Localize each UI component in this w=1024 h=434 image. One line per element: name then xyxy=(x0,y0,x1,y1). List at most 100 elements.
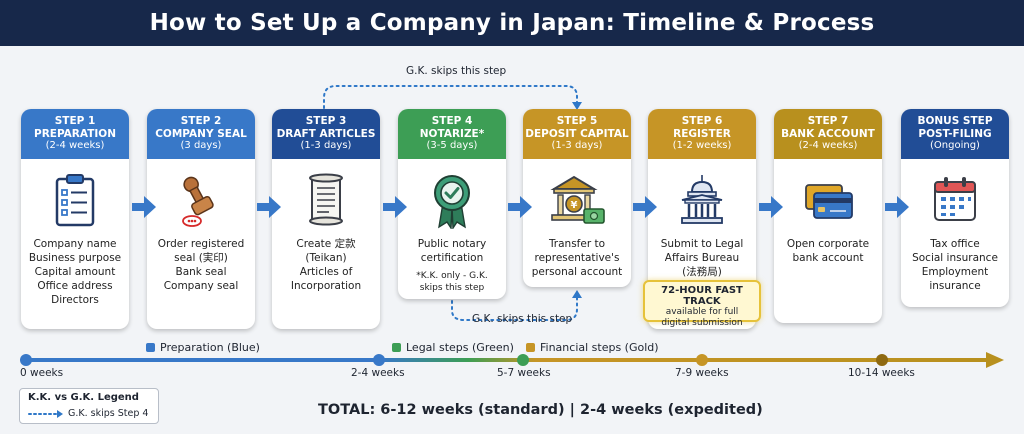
bonus-step-header: BONUS STEP POST-FILING (Ongoing) xyxy=(901,109,1009,159)
timeline-node xyxy=(696,354,708,366)
bonus-step-line: insurance xyxy=(929,280,981,292)
flow-arrow-icon xyxy=(132,196,156,218)
title-bar: How to Set Up a Company in Japan: Timeli… xyxy=(0,0,1024,46)
step-7-card: STEP 7 BANK ACCOUNT (2-4 weeks) Open cor… xyxy=(774,109,882,323)
legend-legal: Legal steps (Green) xyxy=(392,341,514,354)
step-4-card: STEP 4 NOTARIZE* (3-5 days) Public notar… xyxy=(398,109,506,299)
certification-badge-icon xyxy=(398,173,506,229)
step-6-line: Affairs Bureau xyxy=(664,252,740,264)
step-5-line: Transfer to xyxy=(548,238,606,250)
flow-arrow-icon xyxy=(633,196,657,218)
bonus-step-line: Tax office xyxy=(930,238,980,250)
fast-track-callout: 72-HOUR FAST TRACK available for full di… xyxy=(643,280,761,328)
legend-financial-label: Financial steps (Gold) xyxy=(540,341,659,354)
step-2-line: Company seal xyxy=(163,280,239,292)
timeline-tick-label: 10-14 weeks xyxy=(848,367,915,379)
step-2-number: STEP 2 xyxy=(180,115,222,127)
timeline-node xyxy=(20,354,32,366)
flow-arrow-icon xyxy=(885,196,909,218)
step-2-title: COMPANY SEAL xyxy=(155,127,247,140)
flow-arrow-icon xyxy=(383,196,407,218)
step-6-title: REGISTER xyxy=(673,127,731,140)
fast-track-title: 72-HOUR FAST TRACK xyxy=(661,285,743,307)
timeline-tick-label: 5-7 weeks xyxy=(497,367,551,379)
step-3-duration: (1-3 days) xyxy=(300,140,352,151)
calendar-icon xyxy=(901,173,1009,229)
step-1-number: STEP 1 xyxy=(54,115,96,127)
step-1-line: Business purpose xyxy=(28,252,122,264)
bank-yen-icon: ¥ xyxy=(523,173,631,229)
step-4-line: certification xyxy=(420,252,484,264)
step-1-header: STEP 1 PREPARATION (2-4 weeks) xyxy=(21,109,129,159)
legend-swatch xyxy=(392,343,401,352)
step-3-card: STEP 3 DRAFT ARTICLES (1-3 days) Create … xyxy=(272,109,380,329)
kk-legend-row: G.K. skips Step 4 xyxy=(28,408,148,419)
step-6-number: STEP 6 xyxy=(681,115,723,127)
dotted-arrow-icon xyxy=(28,409,63,418)
step-3-title: DRAFT ARTICLES xyxy=(276,127,376,140)
step-3-line: Create 定款 xyxy=(296,238,356,250)
bonus-step-number: BONUS STEP xyxy=(917,115,993,127)
step-3-line: (Teikan) xyxy=(305,252,347,264)
legend-swatch xyxy=(146,343,155,352)
fast-track-line: digital submission xyxy=(661,317,743,328)
kk-legend-title: K.K. vs G.K. Legend xyxy=(28,392,139,403)
skip-arrow-bottom xyxy=(451,295,578,321)
step-7-line: Open corporate xyxy=(786,238,870,250)
timeline-tick-label: 2-4 weeks xyxy=(351,367,405,379)
step-7-title: BANK ACCOUNT xyxy=(781,127,875,140)
hanko-seal-stamp-icon xyxy=(147,173,255,229)
credit-cards-icon xyxy=(774,173,882,229)
step-3-line: Incorporation xyxy=(290,280,362,292)
step-1-card: STEP 1 PREPARATION (2-4 weeks) Company n… xyxy=(21,109,129,329)
timeline-tick-label: 7-9 weeks xyxy=(675,367,729,379)
step-6-body: Submit to Legal Affairs Bureau (法務局) xyxy=(652,237,752,279)
skip-label-top: G.K. skips this step xyxy=(406,65,507,77)
timeline-tick-label: 0 weeks xyxy=(20,367,64,379)
step-5-line: representative's xyxy=(534,252,620,264)
step-3-body: Create 定款 (Teikan) Articles of Incorpora… xyxy=(276,237,376,293)
step-7-line: bank account xyxy=(792,252,864,264)
timeline-node xyxy=(517,354,529,366)
step-1-line: Office address xyxy=(37,280,113,292)
kk-gk-legend: K.K. vs G.K. Legend G.K. skips Step 4 xyxy=(19,388,159,424)
step-2-line: seal (実印) xyxy=(174,252,228,264)
step-4-body: Public notary certification *K.K. only -… xyxy=(402,237,502,294)
flow-arrow-icon xyxy=(508,196,532,218)
step-4-title: NOTARIZE* xyxy=(419,127,485,140)
fast-track-line: available for full xyxy=(665,307,739,317)
step-6-duration: (1-2 weeks) xyxy=(672,140,732,151)
step-2-duration: (3 days) xyxy=(180,140,222,151)
flow-arrow-icon xyxy=(257,196,281,218)
step-5-duration: (1-3 days) xyxy=(551,140,603,151)
timeline-node xyxy=(373,354,385,366)
step-5-title: DEPOSIT CAPITAL xyxy=(525,127,629,140)
step-4-header: STEP 4 NOTARIZE* (3-5 days) xyxy=(398,109,506,159)
bonus-step-line: Employment xyxy=(921,266,989,278)
kk-legend-item: G.K. skips Step 4 xyxy=(68,408,149,419)
step-4-note-line: skips this step xyxy=(419,282,485,293)
step-1-duration: (2-4 weeks) xyxy=(45,140,105,151)
legend-preparation-label: Preparation (Blue) xyxy=(160,341,260,354)
step-7-header: STEP 7 BANK ACCOUNT (2-4 weeks) xyxy=(774,109,882,159)
step-1-title: PREPARATION xyxy=(34,127,116,140)
page-title: How to Set Up a Company in Japan: Timeli… xyxy=(149,10,875,36)
step-4-note-line: *K.K. only - G.K. xyxy=(416,271,488,281)
step-3-number: STEP 3 xyxy=(305,115,347,127)
step-5-line: personal account xyxy=(531,266,623,278)
skip-label-bottom: G.K. skips this step xyxy=(472,313,573,325)
step-7-duration: (2-4 weeks) xyxy=(798,140,858,151)
step-5-header: STEP 5 DEPOSIT CAPITAL (1-3 days) xyxy=(523,109,631,159)
step-2-card: STEP 2 COMPANY SEAL (3 days) Order regis… xyxy=(147,109,255,329)
legend-preparation: Preparation (Blue) xyxy=(146,341,260,354)
bonus-step-card: BONUS STEP POST-FILING (Ongoing) Tax off… xyxy=(901,109,1009,307)
flow-arrow-icon xyxy=(759,196,783,218)
legend-swatch xyxy=(526,343,535,352)
bonus-step-line: Social insurance xyxy=(912,252,998,264)
step-5-body: Transfer to representative's personal ac… xyxy=(527,237,627,279)
government-building-icon xyxy=(648,173,756,229)
step-4-number: STEP 4 xyxy=(431,115,473,127)
step-2-line: Order registered xyxy=(157,238,245,250)
step-3-line: Articles of xyxy=(299,266,353,278)
